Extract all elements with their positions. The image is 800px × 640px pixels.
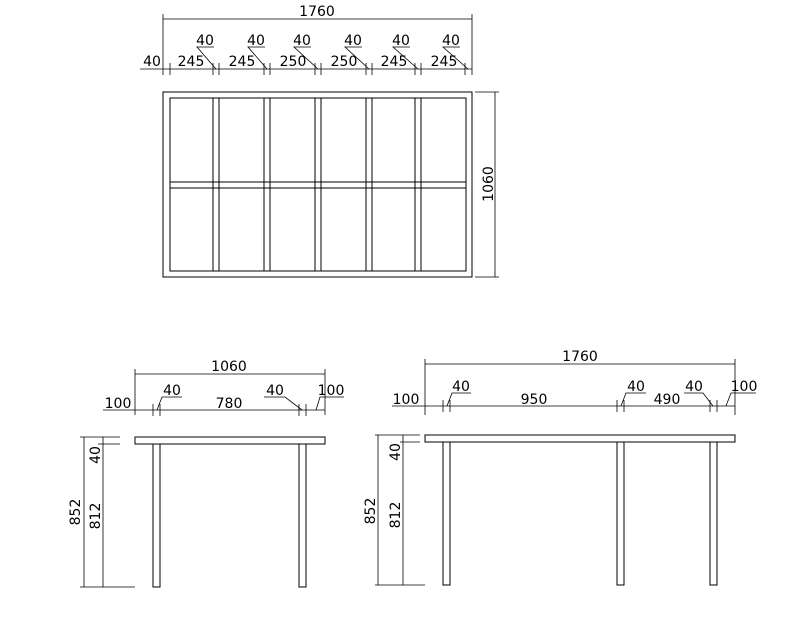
front-span-left-label: 950 bbox=[521, 392, 548, 408]
top-width-dimension: 1760 bbox=[162, 4, 473, 75]
side-segments-dimension: 100 780 40 40 100 bbox=[103, 383, 344, 416]
side-right-overhang-label: 100 bbox=[318, 383, 345, 399]
front-leg-height-label: 812 bbox=[388, 502, 404, 529]
side-width-dimension: 1060 bbox=[134, 359, 326, 415]
front-span-right-label: 490 bbox=[654, 392, 681, 408]
top-segments-dimension: 40 245 245 250 250 245 245 bbox=[140, 54, 472, 75]
front-leg-middle-label: 40 bbox=[627, 379, 645, 395]
segment-label-4: 250 bbox=[331, 54, 358, 70]
side-left-overhang-label: 100 bbox=[105, 396, 132, 412]
rail-label-0: 40 bbox=[196, 33, 214, 49]
side-width-label: 1060 bbox=[211, 359, 247, 375]
side-leg-height-label: 812 bbox=[88, 503, 104, 530]
top-frame bbox=[162, 91, 473, 278]
top-width-label: 1760 bbox=[299, 4, 335, 20]
front-height-dimension: 852 40 812 bbox=[363, 434, 425, 586]
front-total-height-label: 852 bbox=[363, 498, 379, 525]
front-width-dimension: 1760 bbox=[424, 349, 736, 415]
side-height-dimension: 852 40 812 bbox=[68, 436, 135, 588]
front-right-overhang-label: 100 bbox=[731, 379, 758, 395]
segment-label-1: 245 bbox=[178, 54, 205, 70]
top-depth-dimension: 1060 bbox=[475, 91, 499, 278]
top-rail-leaders: 40 40 40 40 40 40 bbox=[196, 33, 469, 70]
side-span-label: 780 bbox=[216, 396, 243, 412]
segment-label-3: 250 bbox=[280, 54, 307, 70]
front-leg-left-label: 40 bbox=[452, 379, 470, 395]
front-left-overhang-label: 100 bbox=[393, 392, 420, 408]
top-view: 1760 40 245 245 250 250 245 245 bbox=[140, 4, 499, 278]
segment-label-6: 245 bbox=[431, 54, 458, 70]
side-leg-right-label: 40 bbox=[266, 383, 284, 399]
top-depth-label: 1060 bbox=[481, 166, 497, 202]
front-leg-right-label: 40 bbox=[685, 379, 703, 395]
front-width-label: 1760 bbox=[562, 349, 598, 365]
segment-label-0: 40 bbox=[143, 54, 161, 70]
rail-label-5: 40 bbox=[442, 33, 460, 49]
front-view: 1760 100 950 490 40 40 40 100 bbox=[363, 349, 757, 586]
segment-label-5: 245 bbox=[381, 54, 408, 70]
side-leg-left-label: 40 bbox=[163, 383, 181, 399]
side-table-body bbox=[134, 436, 326, 588]
side-total-height-label: 852 bbox=[68, 499, 84, 526]
side-view: 1060 100 780 40 40 100 bbox=[68, 359, 344, 588]
rail-label-3: 40 bbox=[344, 33, 362, 49]
rail-label-1: 40 bbox=[247, 33, 265, 49]
segment-label-2: 245 bbox=[229, 54, 256, 70]
rail-label-2: 40 bbox=[293, 33, 311, 49]
rail-label-4: 40 bbox=[392, 33, 410, 49]
front-table-body bbox=[424, 434, 736, 586]
front-top-thickness-label: 40 bbox=[388, 443, 404, 461]
front-segments-dimension: 100 950 490 40 40 40 100 bbox=[392, 379, 757, 412]
side-top-thickness-label: 40 bbox=[88, 446, 104, 464]
